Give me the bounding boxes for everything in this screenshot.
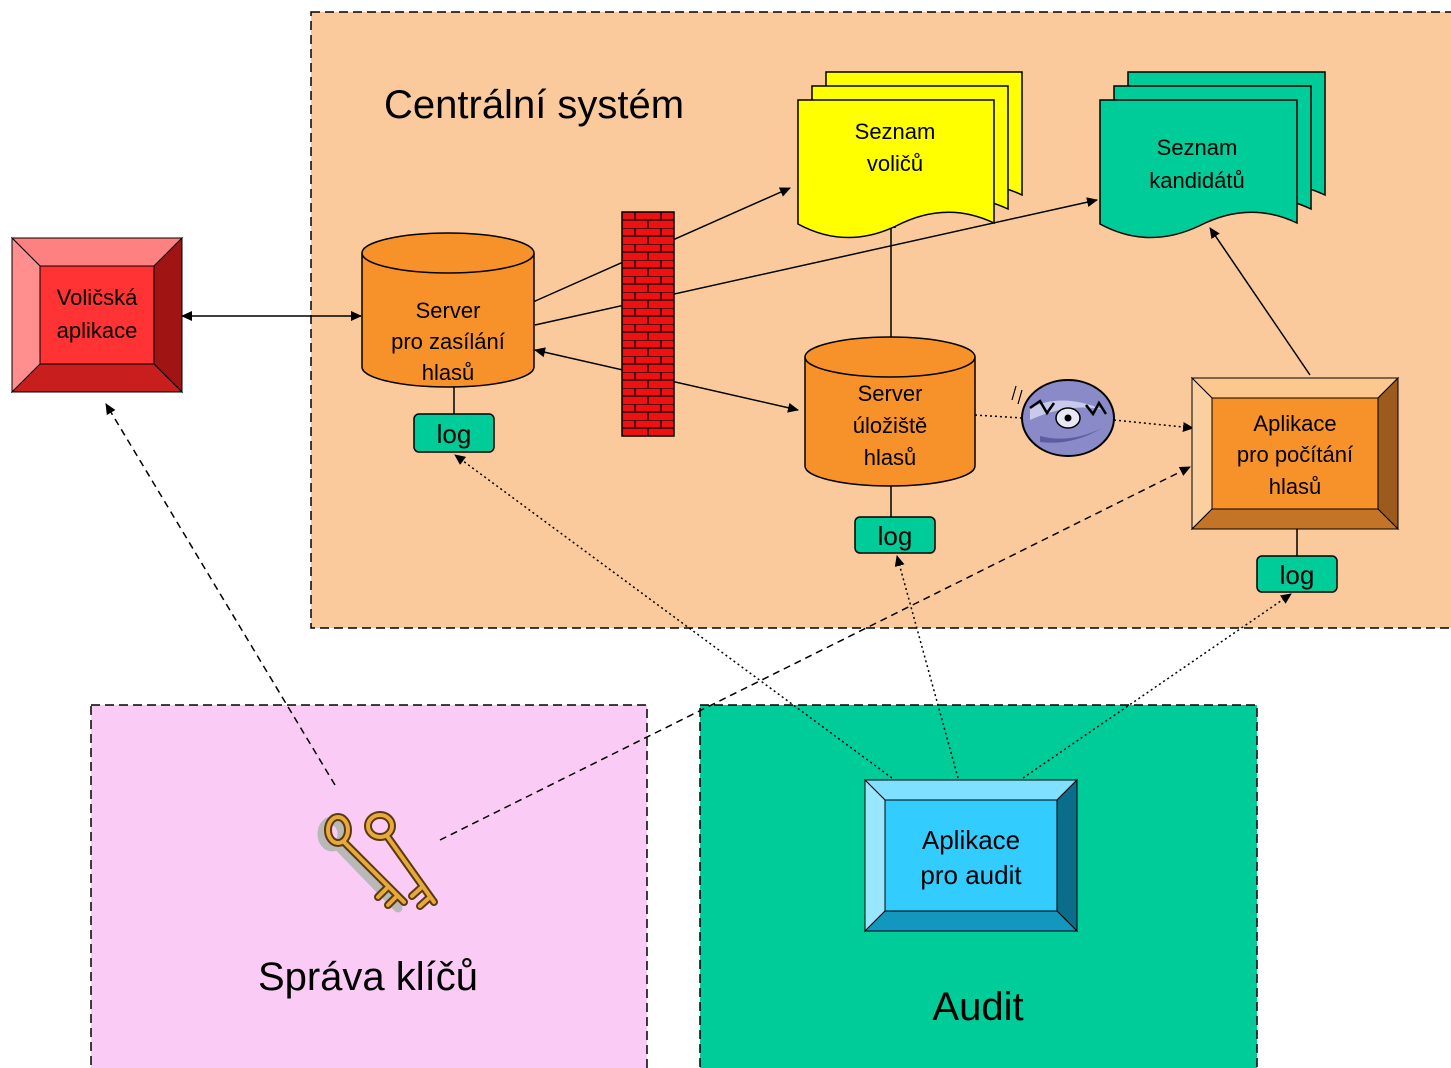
send-server-label-2: pro zasílání <box>391 329 505 354</box>
storage-server-cylinder: Server úložiště hlasů <box>804 336 976 487</box>
candidate-list-documents: Seznam kandidátů <box>1099 71 1326 239</box>
central-system-title: Centrální systém <box>384 83 684 127</box>
audit-to-count-log-link <box>1022 593 1292 779</box>
count-app-log-label: log <box>1280 560 1315 590</box>
candidate-list-label-1: Seznam <box>1157 135 1238 160</box>
send-server-cylinder: Server pro zasílání hlasů <box>361 232 535 388</box>
disk-icon <box>1011 379 1115 457</box>
audit-app-label-1: Aplikace <box>922 825 1020 855</box>
firewall-icon <box>621 211 675 437</box>
storage-server-label-3: hlasů <box>864 445 917 470</box>
audit-app-box: Aplikace pro audit <box>863 778 1079 933</box>
audit-to-storage-log-link <box>894 555 959 779</box>
audit-title: Audit <box>932 985 1023 1029</box>
storage-server-log-label: log <box>878 521 913 551</box>
voter-list-documents: Seznam voličů <box>797 71 1023 239</box>
count-app-label-1: Aplikace <box>1253 411 1336 436</box>
keys-to-voter-app-link <box>105 403 336 786</box>
audit-to-send-log-link <box>454 454 893 779</box>
storage-server-log: log <box>854 516 936 554</box>
count-app-log: log <box>1256 555 1338 593</box>
count-app-box: Aplikace pro počítání hlasů <box>1190 376 1400 531</box>
disk-to-count-app-link <box>1113 419 1194 432</box>
count-app-candidate-list-link <box>1209 227 1311 376</box>
storage-server-label-1: Server <box>858 381 923 406</box>
candidate-list-label-2: kandidátů <box>1149 168 1244 193</box>
count-app-label-3: hlasů <box>1269 474 1322 499</box>
send-server-log-label: log <box>437 419 472 449</box>
keys-to-count-app-link <box>439 466 1191 841</box>
count-app-label-2: pro počítání <box>1237 442 1353 467</box>
voter-list-label-2: voličů <box>867 151 923 176</box>
send-server-log: log <box>413 413 495 453</box>
send-server-label-3: hlasů <box>422 360 475 385</box>
keys-icon <box>317 811 438 913</box>
connectors <box>105 187 1311 841</box>
key-management-title: Správa klíčů <box>258 955 478 999</box>
voter-app-box: Voličská aplikace <box>10 236 184 394</box>
storage-server-label-2: úložiště <box>853 413 928 438</box>
key-management-region: Správa klíčů <box>90 704 648 1068</box>
audit-app-label-2: pro audit <box>920 860 1022 890</box>
voter-app-label-2: aplikace <box>57 318 138 343</box>
voter-list-label-1: Seznam <box>855 119 936 144</box>
send-server-label-1: Server <box>416 298 481 323</box>
voter-app-label-1: Voličská <box>57 285 138 310</box>
